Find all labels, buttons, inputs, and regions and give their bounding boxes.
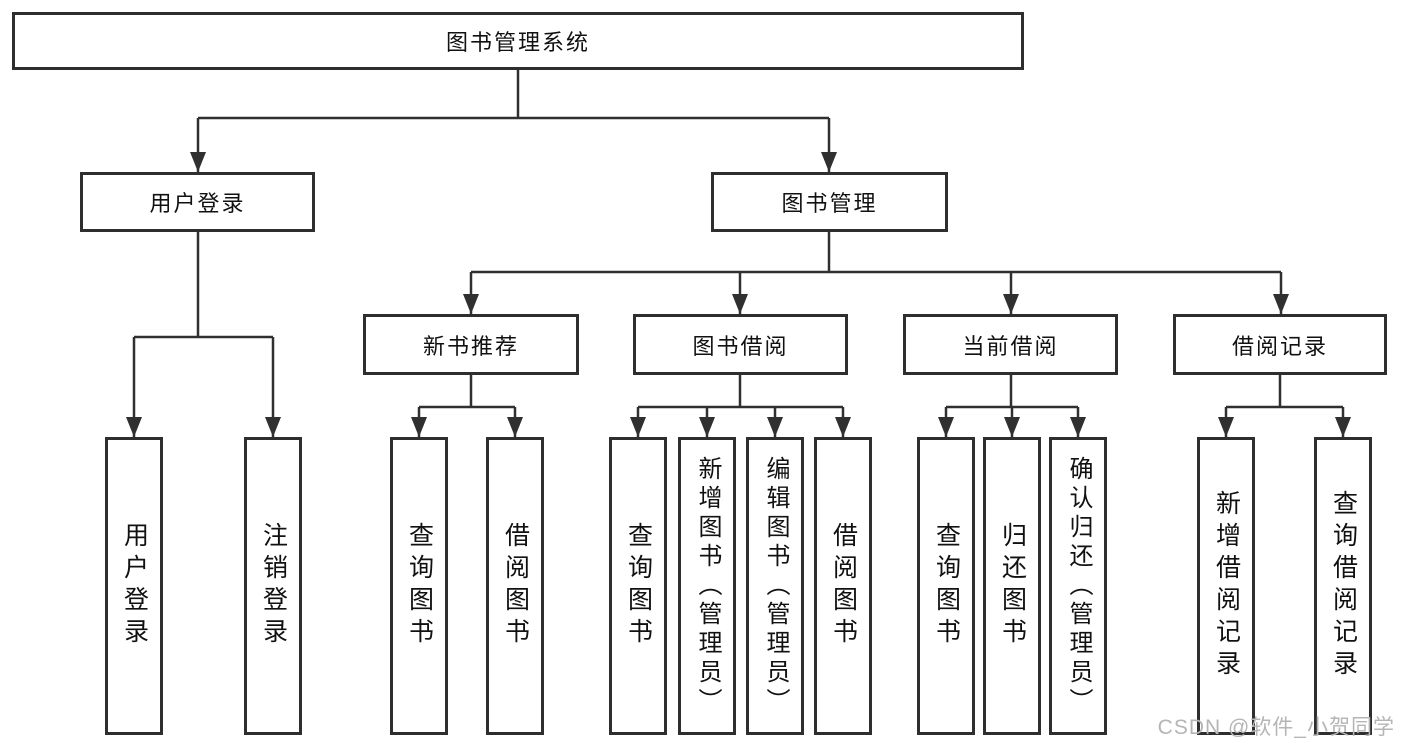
leaf-return-books: 归还图书 [983, 437, 1041, 735]
leaf-add-borrow-record: 新增借阅记录 [1197, 437, 1255, 735]
node-current-borrowing: 当前借阅 [903, 314, 1118, 375]
leaf-user-login: 用户登录 [105, 437, 163, 735]
node-new-book-recommend-label: 新书推荐 [422, 333, 519, 359]
leaf-logout-login: 注销登录 [244, 437, 302, 735]
leaf-borrow-books-1: 借阅图书 [486, 437, 544, 735]
node-root: 图书管理系统 [12, 12, 1024, 70]
leaf-return-books-label: 归还图书 [998, 522, 1027, 650]
leaf-user-login-label: 用户登录 [120, 522, 149, 650]
node-current-borrowing-label: 当前借阅 [962, 333, 1059, 359]
leaf-borrow-books-1-label: 借阅图书 [501, 522, 530, 650]
node-new-book-recommend: 新书推荐 [363, 314, 579, 375]
node-borrow-records-label: 借阅记录 [1231, 333, 1328, 359]
node-book-management-group: 图书管理 [711, 172, 948, 232]
leaf-query-borrow-record-label: 查询借阅记录 [1329, 490, 1358, 682]
leaf-query-books-2-label: 查询图书 [624, 522, 653, 650]
watermark: CSDN @软件_小贺同学 [1157, 716, 1395, 739]
leaf-query-books-3-label: 查询图书 [932, 522, 961, 650]
node-user-login-group: 用户登录 [80, 172, 315, 232]
leaf-query-books-2: 查询图书 [609, 437, 667, 735]
node-book-management-group-label: 图书管理 [781, 191, 878, 216]
leaf-borrow-books-2: 借阅图书 [814, 437, 872, 735]
leaf-query-books-1: 查询图书 [390, 437, 448, 735]
leaf-confirm-return-admin-label: 确认归还（管理员） [1065, 455, 1092, 717]
leaf-add-books-admin: 新增图书（管理员） [678, 437, 736, 735]
leaf-confirm-return-admin: 确认归还（管理员） [1049, 437, 1107, 735]
node-root-label: 图书管理系统 [445, 30, 590, 55]
leaf-borrow-books-2-label: 借阅图书 [829, 522, 858, 650]
leaf-add-borrow-record-label: 新增借阅记录 [1212, 490, 1241, 682]
leaf-add-books-admin-label: 新增图书（管理员） [694, 455, 721, 717]
leaf-query-borrow-record: 查询借阅记录 [1314, 437, 1372, 735]
leaf-logout-login-label: 注销登录 [259, 522, 288, 650]
leaf-query-books-3: 查询图书 [917, 437, 975, 735]
node-book-borrowing: 图书借阅 [633, 314, 848, 375]
node-user-login-group-label: 用户登录 [149, 191, 246, 216]
leaf-edit-books-admin-label: 编辑图书（管理员） [762, 455, 789, 717]
node-borrow-records: 借阅记录 [1173, 314, 1387, 375]
leaf-query-books-1-label: 查询图书 [405, 522, 434, 650]
leaf-edit-books-admin: 编辑图书（管理员） [746, 437, 804, 735]
node-book-borrowing-label: 图书借阅 [692, 333, 789, 359]
